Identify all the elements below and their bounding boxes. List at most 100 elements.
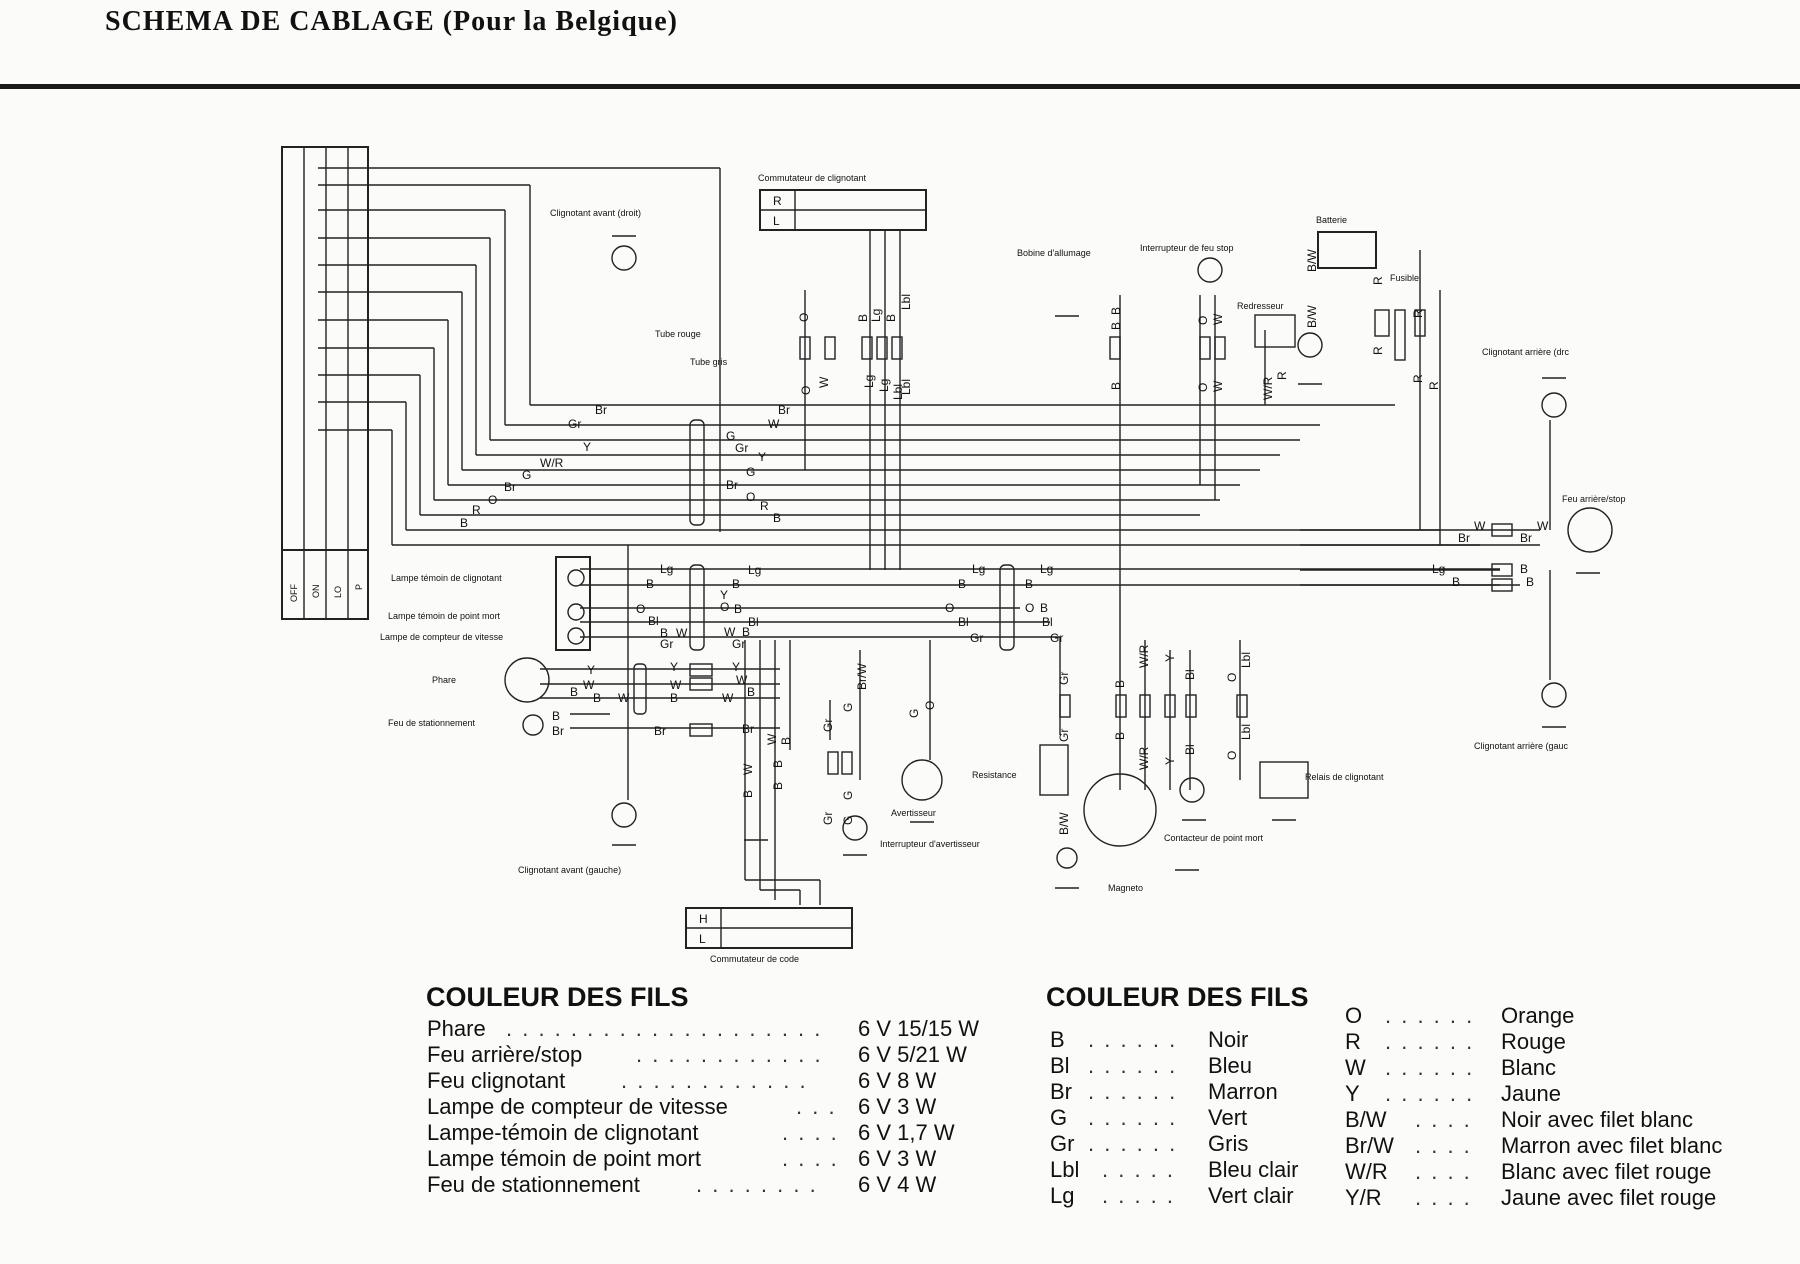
legend-dots: . . . . . — [1102, 1183, 1176, 1208]
wire-label: B — [552, 709, 560, 723]
wire-label: R — [472, 503, 481, 517]
legend-row: O . . . . . . Orange — [1345, 1003, 1785, 1029]
wiring-diagram: OFF ON LO P R L H L Clignotant avant (dr… — [281, 146, 1626, 964]
legend-item-value: 6 V 15/15 W — [858, 1016, 980, 1041]
wire-label: B — [884, 314, 898, 322]
color-code: Br — [1050, 1079, 1072, 1104]
wire-label: W — [1474, 519, 1486, 533]
wire-label: O — [797, 313, 811, 322]
wire-label: Br/W — [855, 663, 869, 690]
lampe-compteur-label: Lampe de compteur de vitesse — [380, 632, 503, 642]
legend-dots: . . . . . . — [1385, 1003, 1475, 1028]
legend-row: Feu arrière/stop . . . . . . . . . . . .… — [426, 1042, 1016, 1068]
legend-row: Bl. . . . . .Bleu — [1050, 1053, 1350, 1079]
color-code: B — [1050, 1027, 1065, 1052]
legend-row: Br/W. . . .Marron avec filet blanc — [1345, 1133, 1785, 1159]
wire-label: R — [1427, 381, 1441, 390]
wire-label: B — [670, 691, 678, 705]
wire-label: W — [817, 376, 831, 388]
color-name: Orange — [1501, 1003, 1575, 1028]
wire-label: W — [736, 673, 748, 687]
wire-label: W/R — [1137, 746, 1151, 770]
color-name: Rouge — [1501, 1029, 1566, 1054]
legend-dots: . . . . . . . . . . . . . . . . . . . . — [506, 1016, 823, 1041]
wire-label: B/W — [1057, 812, 1071, 835]
legend-colors-right: O. . . . . .Orange R. . . . . .Rouge W. … — [1345, 1003, 1785, 1211]
wire-label: B — [856, 314, 870, 322]
legend-dots: . . . . . . — [1088, 1079, 1178, 1104]
wire-label: G — [907, 709, 921, 718]
wire-label: B — [747, 685, 755, 699]
wire-label: B — [1526, 575, 1534, 589]
wire-label: Gr — [660, 637, 673, 651]
color-code: Y — [1345, 1081, 1360, 1106]
legend-row: Feu clignotant . . . . . . . . . . . . 6… — [426, 1068, 1016, 1094]
color-code: Gr — [1050, 1131, 1075, 1156]
clignotant-arriere-droit-label: Clignotant arrière (drc — [1482, 347, 1570, 357]
wire-label: O — [923, 701, 937, 710]
wire-label: Y — [1163, 757, 1177, 765]
legend-item-name: Lampe témoin de point mort — [427, 1146, 701, 1171]
wire-label: B — [460, 516, 468, 530]
wire-label: Lg — [862, 375, 876, 388]
color-name: Gris — [1208, 1131, 1249, 1156]
legend-row: Lampe-témoin de clignotant . . . . 6 V 1… — [426, 1120, 1016, 1146]
wire-label: O — [746, 490, 755, 504]
wire-label: Y — [732, 660, 740, 674]
wire-label: R — [1275, 371, 1289, 380]
wire-label: W — [722, 691, 734, 705]
wire-label: W/R — [540, 456, 564, 470]
magneto-label: Magneto — [1108, 883, 1143, 893]
legend-bulbs-title: COULEUR DES FILS — [426, 982, 689, 1012]
color-code: O — [1345, 1003, 1363, 1028]
wire-label: G — [726, 429, 735, 443]
legend-row: Y/R. . . .Jaune avec filet rouge — [1345, 1185, 1785, 1211]
ignition-positions: OFF ON LO P — [289, 584, 364, 602]
avertisseur-label: Avertisseur — [891, 808, 936, 818]
color-name: Marron avec filet blanc — [1501, 1133, 1723, 1158]
wire-label: B — [1040, 601, 1048, 615]
ignition-off-label: OFF — [289, 584, 299, 602]
color-code: Y/R — [1345, 1185, 1382, 1210]
legend-item-value: 6 V 1,7 W — [858, 1120, 955, 1145]
wire-label: W — [765, 733, 779, 745]
wire-label: Gr — [732, 637, 745, 651]
wire-label: Y — [670, 660, 678, 674]
clignotant-avant-gauche-label: Clignotant avant (gauche) — [518, 865, 621, 875]
wire-label: G — [841, 703, 855, 712]
wire-label: B — [734, 602, 742, 616]
legend-dots: . . . . . . — [1088, 1027, 1178, 1052]
color-name: Bleu — [1208, 1053, 1253, 1078]
wire-label: B — [1109, 322, 1123, 330]
wire-label: Lbl — [891, 384, 905, 400]
ignition-p-label: P — [354, 584, 364, 590]
wire-label: Gr — [1057, 672, 1071, 685]
legend-row: Br. . . . . .Marron — [1050, 1079, 1350, 1105]
color-code: Lbl — [1050, 1157, 1080, 1182]
wire-label: B — [1113, 680, 1127, 688]
wire-label: W — [1537, 519, 1549, 533]
wire-label: Gr — [1050, 631, 1063, 645]
wire-label: B/W — [1305, 249, 1319, 272]
wire-label: B — [1452, 575, 1460, 589]
legend-row: Lampe de compteur de vitesse . . . 6 V 3… — [426, 1094, 1016, 1120]
color-code: Lg — [1050, 1183, 1075, 1208]
wire-label: Bl — [1183, 744, 1197, 755]
legend-bulbs: COULEUR DES FILS Phare . . . . . . . . .… — [426, 984, 1016, 1198]
wire-label: B/W — [1305, 305, 1319, 328]
legend-item-value: 6 V 8 W — [858, 1068, 937, 1093]
wire-label: Bl — [748, 615, 759, 629]
commutateur-clignotant-label: Commutateur de clignotant — [758, 173, 867, 183]
wire-label: Br — [552, 724, 564, 738]
clignotant-arriere-gauche-label: Clignotant arrière (gauc — [1474, 741, 1569, 751]
wire-label: W — [676, 626, 688, 640]
legend-row: G. . . . . .Vert — [1050, 1105, 1350, 1131]
wire-label: W — [670, 678, 682, 692]
wire-label: Bl — [1042, 615, 1053, 629]
color-name: Blanc avec filet rouge — [1501, 1159, 1712, 1184]
color-code: W/R — [1345, 1159, 1388, 1184]
legend-dots: . . . . — [782, 1120, 839, 1145]
legend-row: Lbl. . . . .Bleu clair — [1050, 1157, 1350, 1183]
wire-label: Br — [504, 480, 516, 494]
resistance-label: Resistance — [972, 770, 1017, 780]
